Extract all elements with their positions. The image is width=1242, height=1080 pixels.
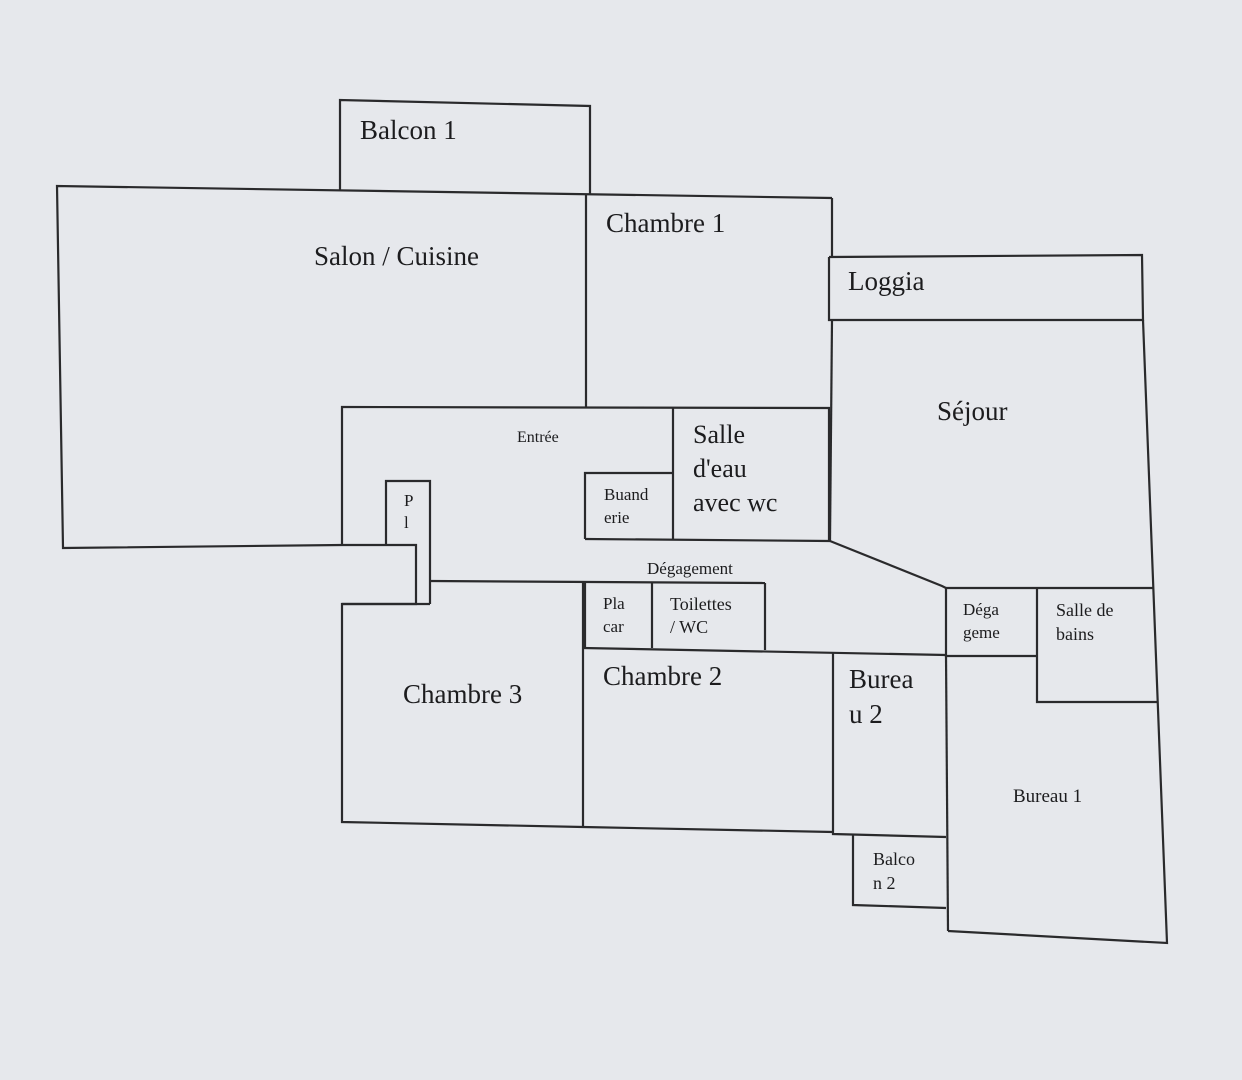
room-label-chambre-2: Chambre 2: [603, 661, 722, 691]
room-label-toilettes-2: / WC: [670, 617, 708, 637]
room-placard: Pla car: [583, 583, 625, 648]
room-salle-eau: Salle d'eau avec wc: [584, 408, 831, 543]
room-label-buanderie-1: Buand: [604, 485, 649, 504]
room-balcon-1: Balcon 1: [338, 98, 592, 194]
room-salle-bains: Salle de bains: [1035, 588, 1157, 704]
room-entree: Entrée: [340, 405, 831, 545]
room-label-chambre-3: Chambre 3: [403, 679, 522, 709]
room-bureau-2: Burea u 2: [831, 652, 950, 932]
room-label-toilettes-1: Toilettes: [670, 594, 732, 614]
room-label-entree: Entrée: [517, 429, 559, 446]
room-buanderie: Buand erie: [583, 471, 673, 539]
room-label-degagement-2-1: Déga: [963, 600, 999, 619]
room-label-degagement-2-2: geme: [963, 623, 1000, 642]
room-salon-cuisine: Salon / Cuisine: [55, 184, 833, 550]
room-label-buanderie-2: erie: [604, 508, 629, 527]
room-label-salle-eau-1: Salle: [693, 420, 745, 449]
room-label-loggia: Loggia: [848, 266, 924, 296]
room-label-placard-2: car: [603, 617, 624, 636]
room-label-bureau-2-1: Burea: [849, 664, 913, 694]
room-label-bureau-1: Bureau 1: [1013, 786, 1082, 807]
room-sejour: Séjour: [828, 319, 1169, 945]
room-label-chambre-1: Chambre 1: [606, 208, 725, 238]
room-label-salle-bains-2: bains: [1056, 624, 1094, 644]
room-label-placard-entree-2: l: [404, 513, 409, 532]
room-label-salon-cuisine: Salon / Cuisine: [314, 241, 479, 271]
room-label-sejour: Séjour: [937, 396, 1008, 426]
room-label-balcon-1: Balcon 1: [360, 115, 457, 145]
room-label-balcon-2-2: n 2: [873, 873, 896, 893]
room-chambre-2: Chambre 2: [582, 646, 947, 834]
room-balcon-2: Balco n 2: [851, 835, 947, 910]
room-label-placard-1: Pla: [603, 594, 625, 613]
room-toilettes: Toilettes / WC: [650, 583, 767, 650]
room-label-balcon-2-1: Balco: [873, 849, 915, 869]
room-label-placard-entree-1: P: [404, 491, 413, 510]
room-label-salle-eau-3: avec wc: [693, 488, 777, 517]
room-label-degagement: Dégagement: [647, 559, 733, 578]
room-label-salle-bains-1: Salle de: [1056, 600, 1113, 620]
room-chambre-3: Chambre 3: [340, 583, 585, 829]
room-label-salle-eau-2: d'eau: [693, 454, 747, 483]
room-label-bureau-2-2: u 2: [849, 699, 883, 729]
room-placard-entree: P l: [384, 479, 432, 604]
room-bureau-1: Bureau 1: [1013, 786, 1082, 807]
room-chambre-1: Chambre 1: [606, 198, 834, 257]
